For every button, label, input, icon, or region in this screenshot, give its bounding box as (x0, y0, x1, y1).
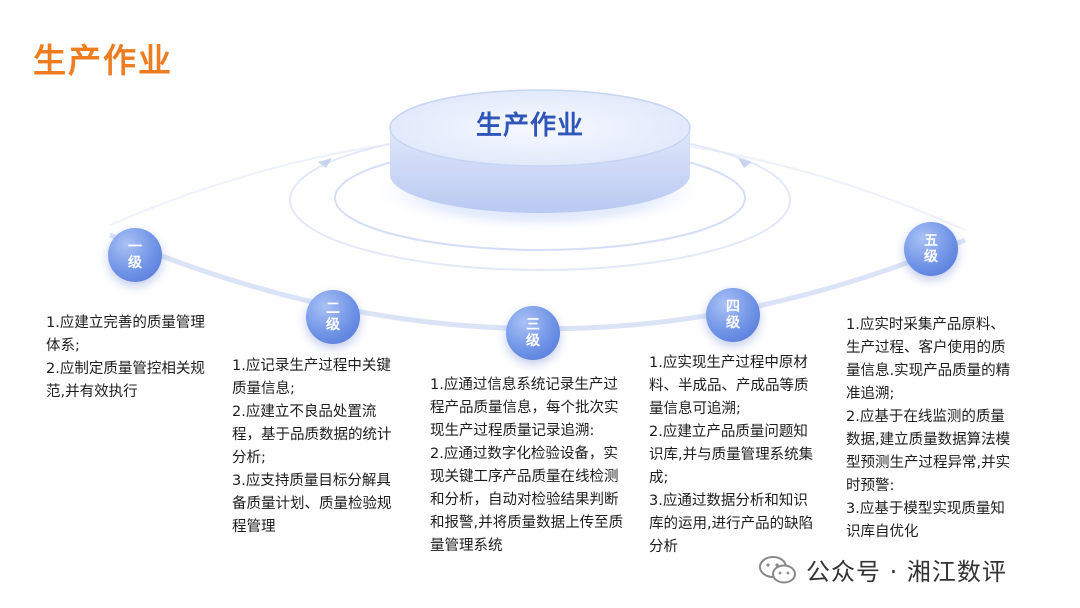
watermark: 公众号 · 湘江数评 (758, 552, 1007, 587)
wechat-icon (759, 555, 796, 583)
level-3-badge: 三级 (506, 306, 560, 360)
level-1-badge: 一级 (108, 228, 162, 282)
level-2-item: 1.应记录生产过程中关键质量信息; (232, 358, 391, 397)
level-4-description: 1.应实现生产过程中原材料、半成品、产成品等质量信息可追溯; 2.应建立产品质量… (649, 352, 817, 559)
level-5-description: 1.应实时采集产品原料、生产过程、客户使用的质量信息.实现产品质量的精准追溯; … (846, 314, 1018, 544)
level-1-item: 2.应制定质量管控相关规范,并有效执行 (46, 361, 205, 400)
level-5-item: 2.应基于在线监测的质量数据,建立质量数据算法模型预测生产过程异常,并实时预警: (846, 409, 1011, 494)
level-2-description: 1.应记录生产过程中关键质量信息; 2.应建立不良品处置流程，基于品质数据的统计… (232, 355, 400, 539)
level-5-badge: 五级 (904, 222, 958, 276)
level-4-item: 1.应实现生产过程中原材料、半成品、产成品等质量信息可追溯; (649, 355, 809, 417)
page-title: 生产作业 (33, 41, 173, 80)
level-5-item: 3.应基于模型实现质量知识库自优化 (846, 501, 1005, 540)
level-3-item: 1.应通过信息系统记录生产过程产品质量信息，每个批次实现生产过程质量记录追溯: (430, 377, 619, 439)
level-4-item: 3.应通过数据分析和知识库的运用,进行产品的缺陷分析 (649, 493, 814, 555)
watermark-text: 公众号 · 湘江数评 (806, 558, 1007, 586)
level-1-item: 1.应建立完善的质量管理体系; (46, 315, 205, 354)
level-3-description: 1.应通过信息系统记录生产过程产品质量信息，每个批次实现生产过程质量记录追溯: … (430, 374, 630, 558)
level-5-item: 1.应实时采集产品原料、生产过程、客户使用的质量信息.实现产品质量的精准追溯; (846, 317, 1011, 402)
level-4-item: 2.应建立产品质量问题知识库,并与质量管理系统集成; (649, 424, 814, 486)
level-3-item: 2.应通过数字化检验设备，实现关键工序产品质量在线检测和分析，自动对检验结果判断… (430, 446, 624, 554)
level-2-badge: 二级 (306, 290, 360, 344)
disc-label: 生产作业 (475, 111, 584, 141)
level-2-item: 3.应支持质量目标分解具备质量计划、质量检验规程管理 (232, 473, 392, 535)
level-2-item: 2.应建立不良品处置流程，基于品质数据的统计分析; (232, 404, 392, 466)
level-4-badge: 四级 (706, 288, 760, 342)
level-1-description: 1.应建立完善的质量管理体系; 2.应制定质量管控相关规范,并有效执行 (46, 312, 216, 404)
